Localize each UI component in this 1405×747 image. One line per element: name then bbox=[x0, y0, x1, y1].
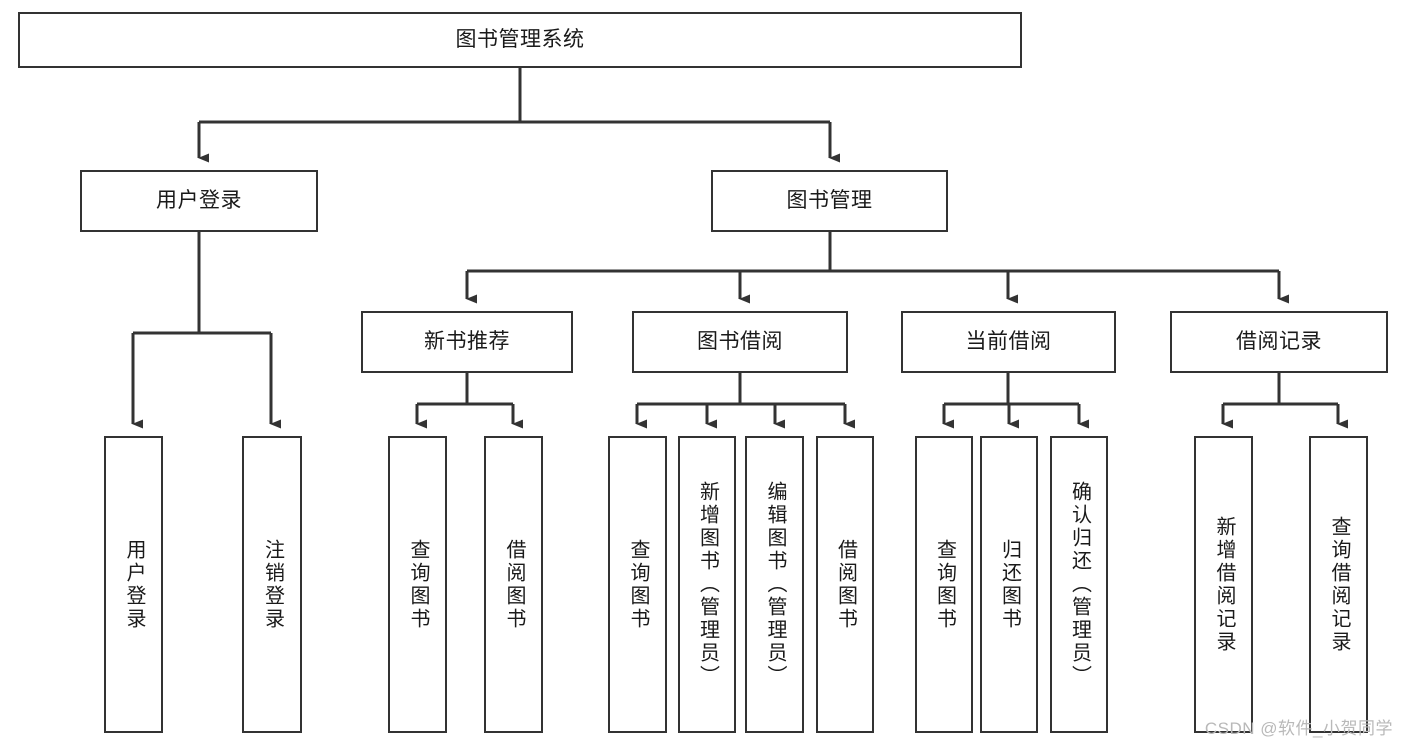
node-leaf-add-book[interactable]: 新增图书（管理员） bbox=[678, 436, 736, 733]
node-current-borrow-label: 当前借阅 bbox=[965, 330, 1052, 354]
node-leaf-return-book[interactable]: 归还图书 bbox=[980, 436, 1038, 733]
node-leaf-add-record[interactable]: 新增借阅记录 bbox=[1194, 436, 1253, 733]
node-leaf-query-book-1-label: 查询图书 bbox=[407, 538, 429, 631]
node-new-book-recommend[interactable]: 新书推荐 bbox=[361, 311, 573, 373]
node-book-borrow[interactable]: 图书借阅 bbox=[632, 311, 848, 373]
node-leaf-add-record-label: 新增借阅记录 bbox=[1213, 515, 1235, 654]
node-leaf-borrow-book-2[interactable]: 借阅图书 bbox=[816, 436, 874, 733]
node-leaf-query-record[interactable]: 查询借阅记录 bbox=[1309, 436, 1368, 733]
node-leaf-confirm-return-label: 确认归还（管理员） bbox=[1068, 481, 1091, 688]
node-leaf-return-book-label: 归还图书 bbox=[998, 538, 1021, 631]
node-root-system[interactable]: 图书管理系统 bbox=[18, 12, 1022, 68]
node-leaf-query-book-2-label: 查询图书 bbox=[627, 538, 649, 631]
node-leaf-confirm-return[interactable]: 确认归还（管理员） bbox=[1050, 436, 1108, 733]
node-root-label: 图书管理系统 bbox=[455, 28, 585, 52]
node-leaf-query-book-1[interactable]: 查询图书 bbox=[388, 436, 447, 733]
node-leaf-borrow-book-2-label: 借阅图书 bbox=[834, 538, 857, 631]
node-leaf-edit-book-label: 编辑图书（管理员） bbox=[764, 481, 786, 688]
node-leaf-query-record-label: 查询借阅记录 bbox=[1328, 515, 1350, 654]
node-current-borrow[interactable]: 当前借阅 bbox=[901, 311, 1116, 373]
node-leaf-query-book-3[interactable]: 查询图书 bbox=[915, 436, 973, 733]
node-leaf-edit-book[interactable]: 编辑图书（管理员） bbox=[745, 436, 804, 733]
node-leaf-query-book-2[interactable]: 查询图书 bbox=[608, 436, 667, 733]
node-leaf-add-book-label: 新增图书（管理员） bbox=[696, 481, 719, 688]
node-new-book-recommend-label: 新书推荐 bbox=[424, 330, 510, 354]
node-leaf-query-book-3-label: 查询图书 bbox=[933, 538, 956, 631]
node-leaf-user-login-label: 用户登录 bbox=[123, 538, 145, 631]
node-leaf-logout-login[interactable]: 注销登录 bbox=[242, 436, 302, 733]
node-book-borrow-label: 图书借阅 bbox=[697, 330, 783, 354]
node-book-management[interactable]: 图书管理 bbox=[711, 170, 948, 232]
node-borrow-record-label: 借阅记录 bbox=[1236, 330, 1322, 354]
node-user-login-label: 用户登录 bbox=[156, 189, 242, 213]
node-leaf-borrow-book-1[interactable]: 借阅图书 bbox=[484, 436, 543, 733]
node-borrow-record[interactable]: 借阅记录 bbox=[1170, 311, 1388, 373]
node-user-login[interactable]: 用户登录 bbox=[80, 170, 318, 232]
node-leaf-logout-login-label: 注销登录 bbox=[261, 538, 284, 631]
node-book-management-label: 图书管理 bbox=[786, 189, 873, 213]
node-leaf-borrow-book-1-label: 借阅图书 bbox=[503, 538, 525, 631]
node-leaf-user-login[interactable]: 用户登录 bbox=[104, 436, 163, 733]
